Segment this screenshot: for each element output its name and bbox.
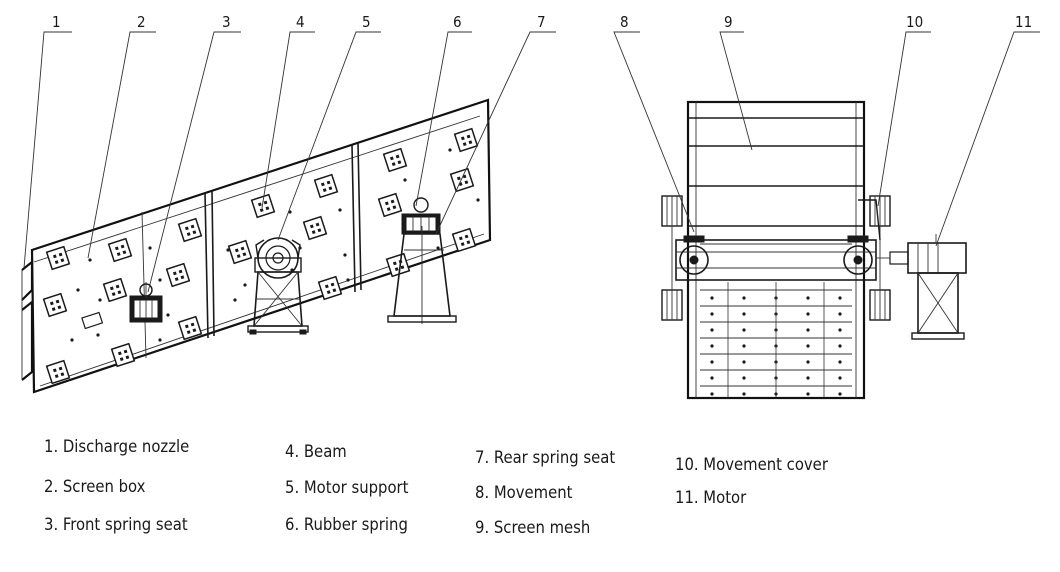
- discharge-nozzle: [21, 259, 34, 381]
- motor-support: [247, 271, 309, 335]
- legend: 1. Discharge nozzle 2. Screen box 3. Fro…: [44, 437, 829, 537]
- legend-item-10: 10. Movement cover: [675, 455, 829, 474]
- movement-cover: [858, 199, 881, 241]
- legend-item-9: 9. Screen mesh: [475, 518, 590, 537]
- movement: [675, 235, 877, 281]
- mesh-panels: [42, 127, 479, 385]
- callout-9: 9: [724, 13, 733, 31]
- callout-5: 5: [362, 13, 371, 31]
- side-view: [21, 31, 556, 394]
- callout-10: 10: [906, 13, 923, 31]
- legend-item-2: 2. Screen box: [44, 477, 146, 496]
- callout-2: 2: [137, 13, 146, 31]
- callout-6: 6: [453, 13, 462, 31]
- end-view: [613, 31, 1040, 400]
- legend-item-5: 5. Motor support: [285, 478, 409, 497]
- callout-3: 3: [222, 13, 231, 31]
- side-leaders: [23, 31, 556, 293]
- legend-item-8: 8. Movement: [475, 483, 573, 502]
- legend-item-7: 7. Rear spring seat: [475, 448, 615, 467]
- end-motor-support: [911, 272, 965, 340]
- legend-item-1: 1. Discharge nozzle: [44, 437, 189, 456]
- callout-11: 11: [1015, 13, 1032, 31]
- end-motor: [876, 234, 967, 274]
- end-leaders: [613, 31, 1040, 247]
- callout-7: 7: [537, 13, 546, 31]
- legend-item-11: 11. Motor: [675, 488, 747, 507]
- callout-numbers: 1 2 3 4 5 6 7 8 9 10 11: [52, 13, 1032, 31]
- callout-8: 8: [620, 13, 629, 31]
- rear-spring-seat: [387, 226, 457, 324]
- callout-1: 1: [52, 13, 61, 31]
- rubber-spring: [401, 197, 441, 235]
- screen-box: [21, 98, 492, 394]
- callout-4: 4: [296, 13, 305, 31]
- legend-item-6: 6. Rubber spring: [285, 515, 408, 534]
- legend-item-3: 3. Front spring seat: [44, 515, 188, 534]
- legend-item-4: 4. Beam: [285, 442, 347, 461]
- end-deck-rows: [700, 282, 852, 398]
- front-spring-seat: [129, 282, 163, 323]
- bolt-dots: [70, 148, 480, 342]
